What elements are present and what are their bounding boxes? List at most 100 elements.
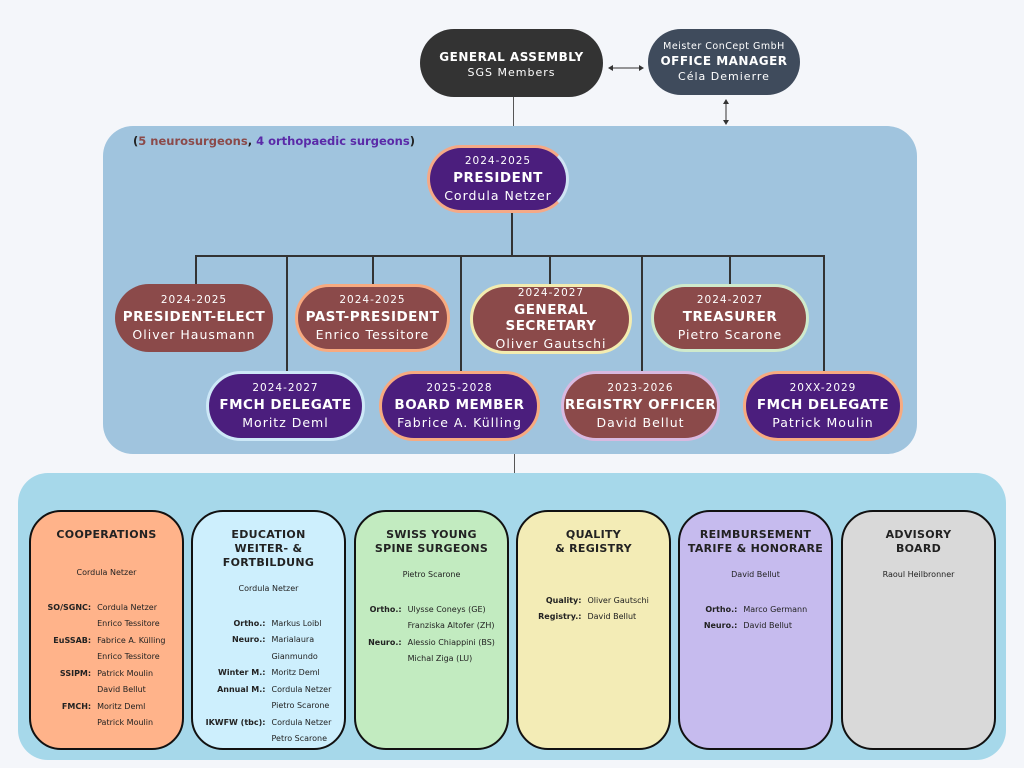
board-member-node: 2024-2027 TREASURER Pietro Scarone <box>651 284 809 352</box>
member-title: TREASURER <box>682 309 778 325</box>
row-label: Annual M.: <box>217 684 266 694</box>
committee-title-line: SPINE SURGEONS <box>374 542 489 555</box>
connector <box>195 255 197 285</box>
member-name: Enrico Tessitore <box>315 327 430 342</box>
committee-lead: Cordula Netzer <box>76 568 137 577</box>
row-label <box>203 698 269 715</box>
committee-lead: Pietro Scarone <box>402 570 461 579</box>
member-title: FMCH DELEGATE <box>756 397 890 413</box>
row-value: Marialaura <box>271 635 315 645</box>
note-neuro: 5 neurosurgeons <box>138 134 248 148</box>
committee-title-line: & REGISTRY <box>555 542 632 555</box>
committee-row: Franziska Altofer (ZH) <box>365 618 498 635</box>
board-member-node: 2024-2027 FMCH DELEGATE Moritz Deml <box>206 371 365 441</box>
committee-row: Michal Ziga (LU) <box>365 651 498 668</box>
row-value: Petro Scarone <box>271 734 328 744</box>
row-value: Moritz Deml <box>97 701 146 711</box>
connector <box>195 255 825 257</box>
member-name: Oliver Hausmann <box>132 327 256 342</box>
committee-card: COOPERATIONS Cordula Netzer SO/SGNC:Cord… <box>29 510 184 750</box>
row-value: Oliver Gautschi <box>587 595 649 605</box>
row-label: Ortho.: <box>369 604 402 614</box>
committee-row: Enrico Tessitore <box>45 649 169 666</box>
member-title: FMCH DELEGATE <box>219 397 352 413</box>
row-value: Michal Ziga (LU) <box>407 654 473 664</box>
connector <box>729 255 731 285</box>
member-years: 2023-2026 <box>607 382 674 394</box>
row-label <box>203 648 269 665</box>
row-label <box>203 731 269 748</box>
row-value: Franziska Altofer (ZH) <box>407 621 495 631</box>
row-value: Moritz Deml <box>271 668 320 678</box>
committee-row: Enrico Tessitore <box>45 616 169 633</box>
committee-row: Ortho.:Markus Loibl <box>203 615 335 632</box>
row-label: Registry.: <box>538 612 582 622</box>
committee-row: FMCH: Moritz Deml <box>45 698 169 715</box>
row-value: Gianmundo <box>271 651 318 661</box>
committee-row: Petro Scarone <box>203 731 335 748</box>
office-manager-company: Meister ConCept GmbH <box>663 41 785 52</box>
row-value: David Bellut <box>587 612 637 622</box>
connector <box>823 255 825 372</box>
member-title: BOARD MEMBER <box>394 397 525 413</box>
committee-title-line: COOPERATIONS <box>56 528 157 541</box>
connector <box>286 255 288 372</box>
row-label <box>45 616 95 633</box>
row-label <box>365 618 405 635</box>
committee-title-line: SWISS YOUNG <box>386 528 477 541</box>
connector <box>513 97 514 126</box>
member-name: Patrick Moulin <box>772 415 874 430</box>
member-years: 2024-2025 <box>339 294 406 306</box>
row-value: Marco Germann <box>743 604 808 614</box>
connector <box>511 213 513 257</box>
committee-title-line: TARIFE & HONORARE <box>687 542 824 555</box>
member-title: PAST-PRESIDENT <box>305 309 440 325</box>
row-value: David Bellut <box>97 685 146 695</box>
row-label: Neuro.: <box>703 621 738 631</box>
office-manager-node: Meister ConCept GmbH OFFICE MANAGER Céla… <box>648 29 800 95</box>
row-label: Neuro.: <box>368 637 402 647</box>
connector <box>514 454 515 473</box>
member-title: GENERAL SECRETARY <box>505 302 597 334</box>
president-title: PRESIDENT <box>453 170 543 186</box>
row-value: Fabrice A. Külling <box>97 635 166 645</box>
row-label: SO/SGNC: <box>47 602 92 612</box>
note-paren: ) <box>409 134 415 148</box>
committee-row: Neuro.:David Bellut <box>701 618 810 635</box>
committee-row: Ortho.:Ulysse Coneys (GE) <box>365 601 498 618</box>
row-label: Quality: <box>545 595 582 605</box>
committee-row: Winter M.:Moritz Deml <box>203 665 335 682</box>
note-sep: , <box>247 134 257 148</box>
row-value: Patrick Moulin <box>97 718 154 728</box>
row-value: Markus Loibl <box>271 618 322 628</box>
committee-row: Gianmundo <box>203 648 335 665</box>
row-label: SSIPM: <box>59 668 92 678</box>
row-label: EuSSAB: <box>53 635 92 645</box>
row-value: Enrico Tessitore <box>97 652 160 662</box>
member-years: 2024-2027 <box>517 287 585 299</box>
row-label: Ortho.: <box>705 604 738 614</box>
committee-members: Ortho.:Ulysse Coneys (GE) Franziska Altof… <box>365 601 498 667</box>
member-name: Pietro Scarone <box>677 327 783 342</box>
member-name: David Bellut <box>596 415 685 430</box>
member-title: REGISTRY OFFICER <box>564 397 717 413</box>
committee-title-line: EDUCATION <box>231 528 306 541</box>
committee-row: Quality: Oliver Gautschi <box>535 592 652 609</box>
row-value: Alessio Chiappini (BS) <box>407 637 495 647</box>
row-label <box>45 649 95 666</box>
row-label: FMCH: <box>61 701 92 711</box>
committee-row: SSIPM:Patrick Moulin <box>45 665 169 682</box>
general-assembly-title: GENERAL ASSEMBLY <box>439 50 584 64</box>
board-member-node: 2023-2026 REGISTRY OFFICER David Bellut <box>561 371 720 441</box>
board-member-node: 20XX-2029 FMCH DELEGATE Patrick Moulin <box>743 371 903 441</box>
committee-row: Neuro.: Alessio Chiappini (BS) <box>365 634 498 651</box>
board-composition-note: (5 neurosurgeons, 4 orthopaedic surgeons… <box>133 134 415 148</box>
committee-row: Neuro.:Marialaura <box>203 632 335 649</box>
committee-row: EuSSAB: Fabrice A. Külling <box>45 632 169 649</box>
row-value: Pietro Scarone <box>271 701 330 711</box>
